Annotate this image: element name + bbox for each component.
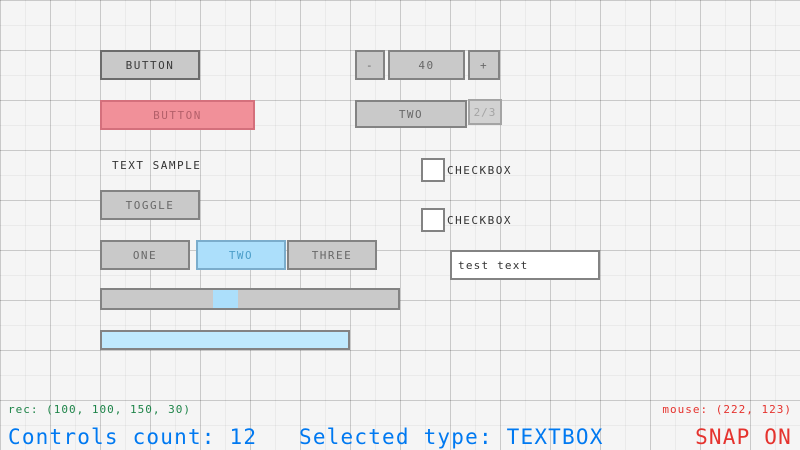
toggle-button-label: TOGGLE xyxy=(125,198,175,212)
button-default[interactable]: BUTTON xyxy=(100,50,200,80)
status-mouse: mouse: (222, 123) xyxy=(662,403,792,416)
slider[interactable] xyxy=(100,288,400,310)
button-pressed[interactable]: BUTTON xyxy=(100,100,255,130)
checkbox-1-label: CHECKBOX xyxy=(447,163,512,177)
spinner-value-field[interactable]: 40 xyxy=(388,50,465,80)
toggle-group-item-two-label: TWO xyxy=(228,248,254,262)
spinner-value: 40 xyxy=(418,58,435,72)
spinner-decrement-button[interactable]: - xyxy=(355,50,385,80)
checkbox-2[interactable] xyxy=(421,208,445,232)
button-pressed-label: BUTTON xyxy=(153,108,202,122)
spinner-increment-label: + xyxy=(479,58,489,72)
textbox-input[interactable]: test text xyxy=(450,250,600,280)
toggle-group-item-three-label: THREE xyxy=(311,248,353,262)
progressbar xyxy=(100,330,350,350)
dropdown-index-badge: 2/3 xyxy=(468,99,502,125)
toggle-group-item-two[interactable]: TWO xyxy=(196,240,286,270)
status-selected-type: Selected type: TEXTBOX xyxy=(299,425,604,449)
status-rec: rec: (100, 100, 150, 30) xyxy=(8,403,191,416)
textbox-value: test text xyxy=(458,258,529,272)
dropdown-box[interactable]: TWO xyxy=(355,100,467,128)
spinner-increment-button[interactable]: + xyxy=(468,50,500,80)
dropdown-value: TWO xyxy=(398,107,424,121)
status-snap: SNAP ON xyxy=(695,425,792,449)
text-sample-label: TEXT SAMPLE xyxy=(112,159,202,172)
toggle-group-item-one-label: ONE xyxy=(132,248,158,262)
toggle-button[interactable]: TOGGLE xyxy=(100,190,200,220)
toggle-group-item-three[interactable]: THREE xyxy=(287,240,377,270)
checkbox-2-label: CHECKBOX xyxy=(447,213,512,227)
checkbox-row-2[interactable]: CHECKBOX xyxy=(421,208,512,232)
slider-knob[interactable] xyxy=(213,290,238,308)
checkbox-row-1[interactable]: CHECKBOX xyxy=(421,158,512,182)
toggle-group-item-one[interactable]: ONE xyxy=(100,240,190,270)
checkbox-1[interactable] xyxy=(421,158,445,182)
progressbar-fill xyxy=(102,332,348,348)
dropdown-index-badge-label: 2/3 xyxy=(473,105,497,119)
status-controls-count: Controls count: 12 xyxy=(8,425,258,449)
button-default-label: BUTTON xyxy=(125,58,175,72)
spinner-decrement-label: - xyxy=(365,58,375,72)
